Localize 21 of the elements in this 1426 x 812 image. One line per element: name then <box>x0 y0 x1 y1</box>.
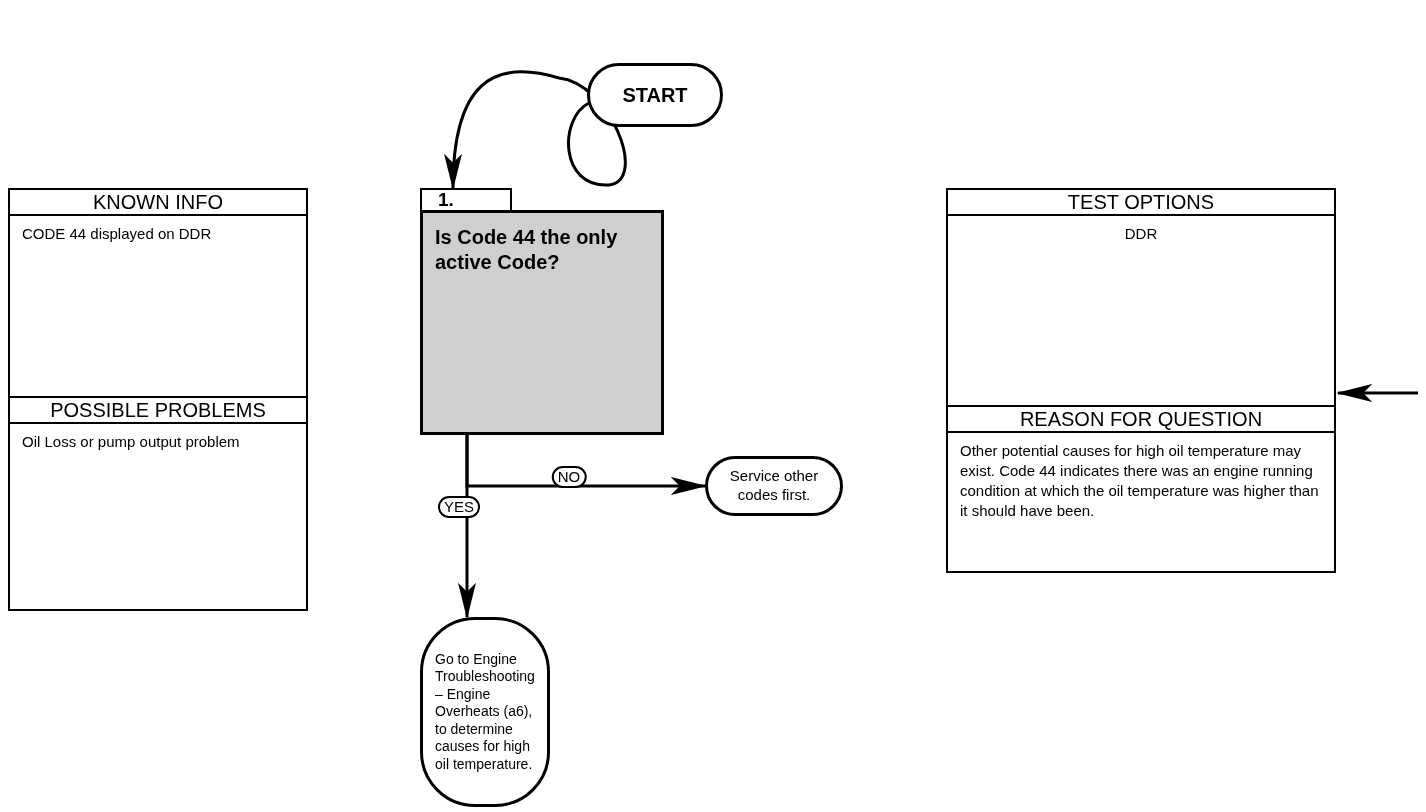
action-terminal: Go to Engine Troubleshooting – Engine Overheats (a6), to determine causes for high oil temperature. <box>420 617 550 807</box>
panel-text: DDR <box>1123 224 1159 244</box>
edge-label: YES <box>438 496 480 518</box>
arrow <box>1336 384 1418 402</box>
panel-header: KNOWN INFO <box>10 190 306 216</box>
step-number-tab: 1. <box>420 188 512 212</box>
panel-header: TEST OPTIONS <box>948 190 1334 216</box>
start-terminal: START <box>587 63 723 127</box>
panel-header: POSSIBLE PROBLEMS <box>10 398 306 425</box>
action-terminal: Service other codes first. <box>705 456 843 516</box>
panel-text: Other potential causes for high oil temperature may exist. Code 44 indicates there was an engine running condition at which the oil temperature was higher than it should have been. <box>959 440 1320 521</box>
question-text: Is Code 44 the only active Code? <box>435 225 619 275</box>
panel-text: Oil Loss or pump output problem <box>21 432 241 453</box>
edge-label: NO <box>551 466 587 488</box>
arrow <box>458 435 476 619</box>
arrow <box>445 70 627 190</box>
panel-text: CODE 44 displayed on DDR <box>21 224 213 244</box>
info-panel <box>946 188 1336 573</box>
panel-header: REASON FOR QUESTION <box>948 406 1334 433</box>
question-box <box>420 210 664 435</box>
info-panel <box>8 188 308 611</box>
